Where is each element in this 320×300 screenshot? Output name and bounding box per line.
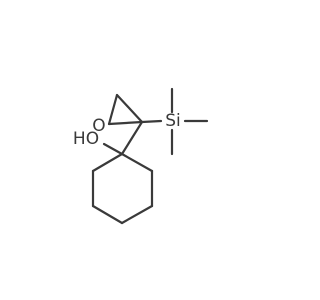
epoxide-oxygen-label: O: [92, 116, 105, 136]
bond-epoxide-o-to-ch2: [107, 93, 119, 126]
bond-c-to-oh: [102, 142, 124, 156]
bond-ring-6-1: [91, 152, 124, 173]
bond-epoxide-ch2-to-c: [115, 93, 144, 124]
bond-ring-3-4: [120, 204, 154, 225]
bond-ring-1-2: [120, 152, 154, 173]
structure-canvas: O Si HO: [72, 87, 209, 225]
silicon-label: Si: [165, 111, 181, 131]
molecule-diagram: O Si HO: [73, 87, 209, 225]
hydroxyl-label: HO: [73, 129, 99, 149]
bond-epoxide-o-to-c: [107, 120, 144, 126]
bond-c-to-si: [140, 119, 163, 124]
bond-ring-4-5: [91, 204, 124, 225]
bond-c-to-cyclohexyl: [120, 120, 144, 156]
